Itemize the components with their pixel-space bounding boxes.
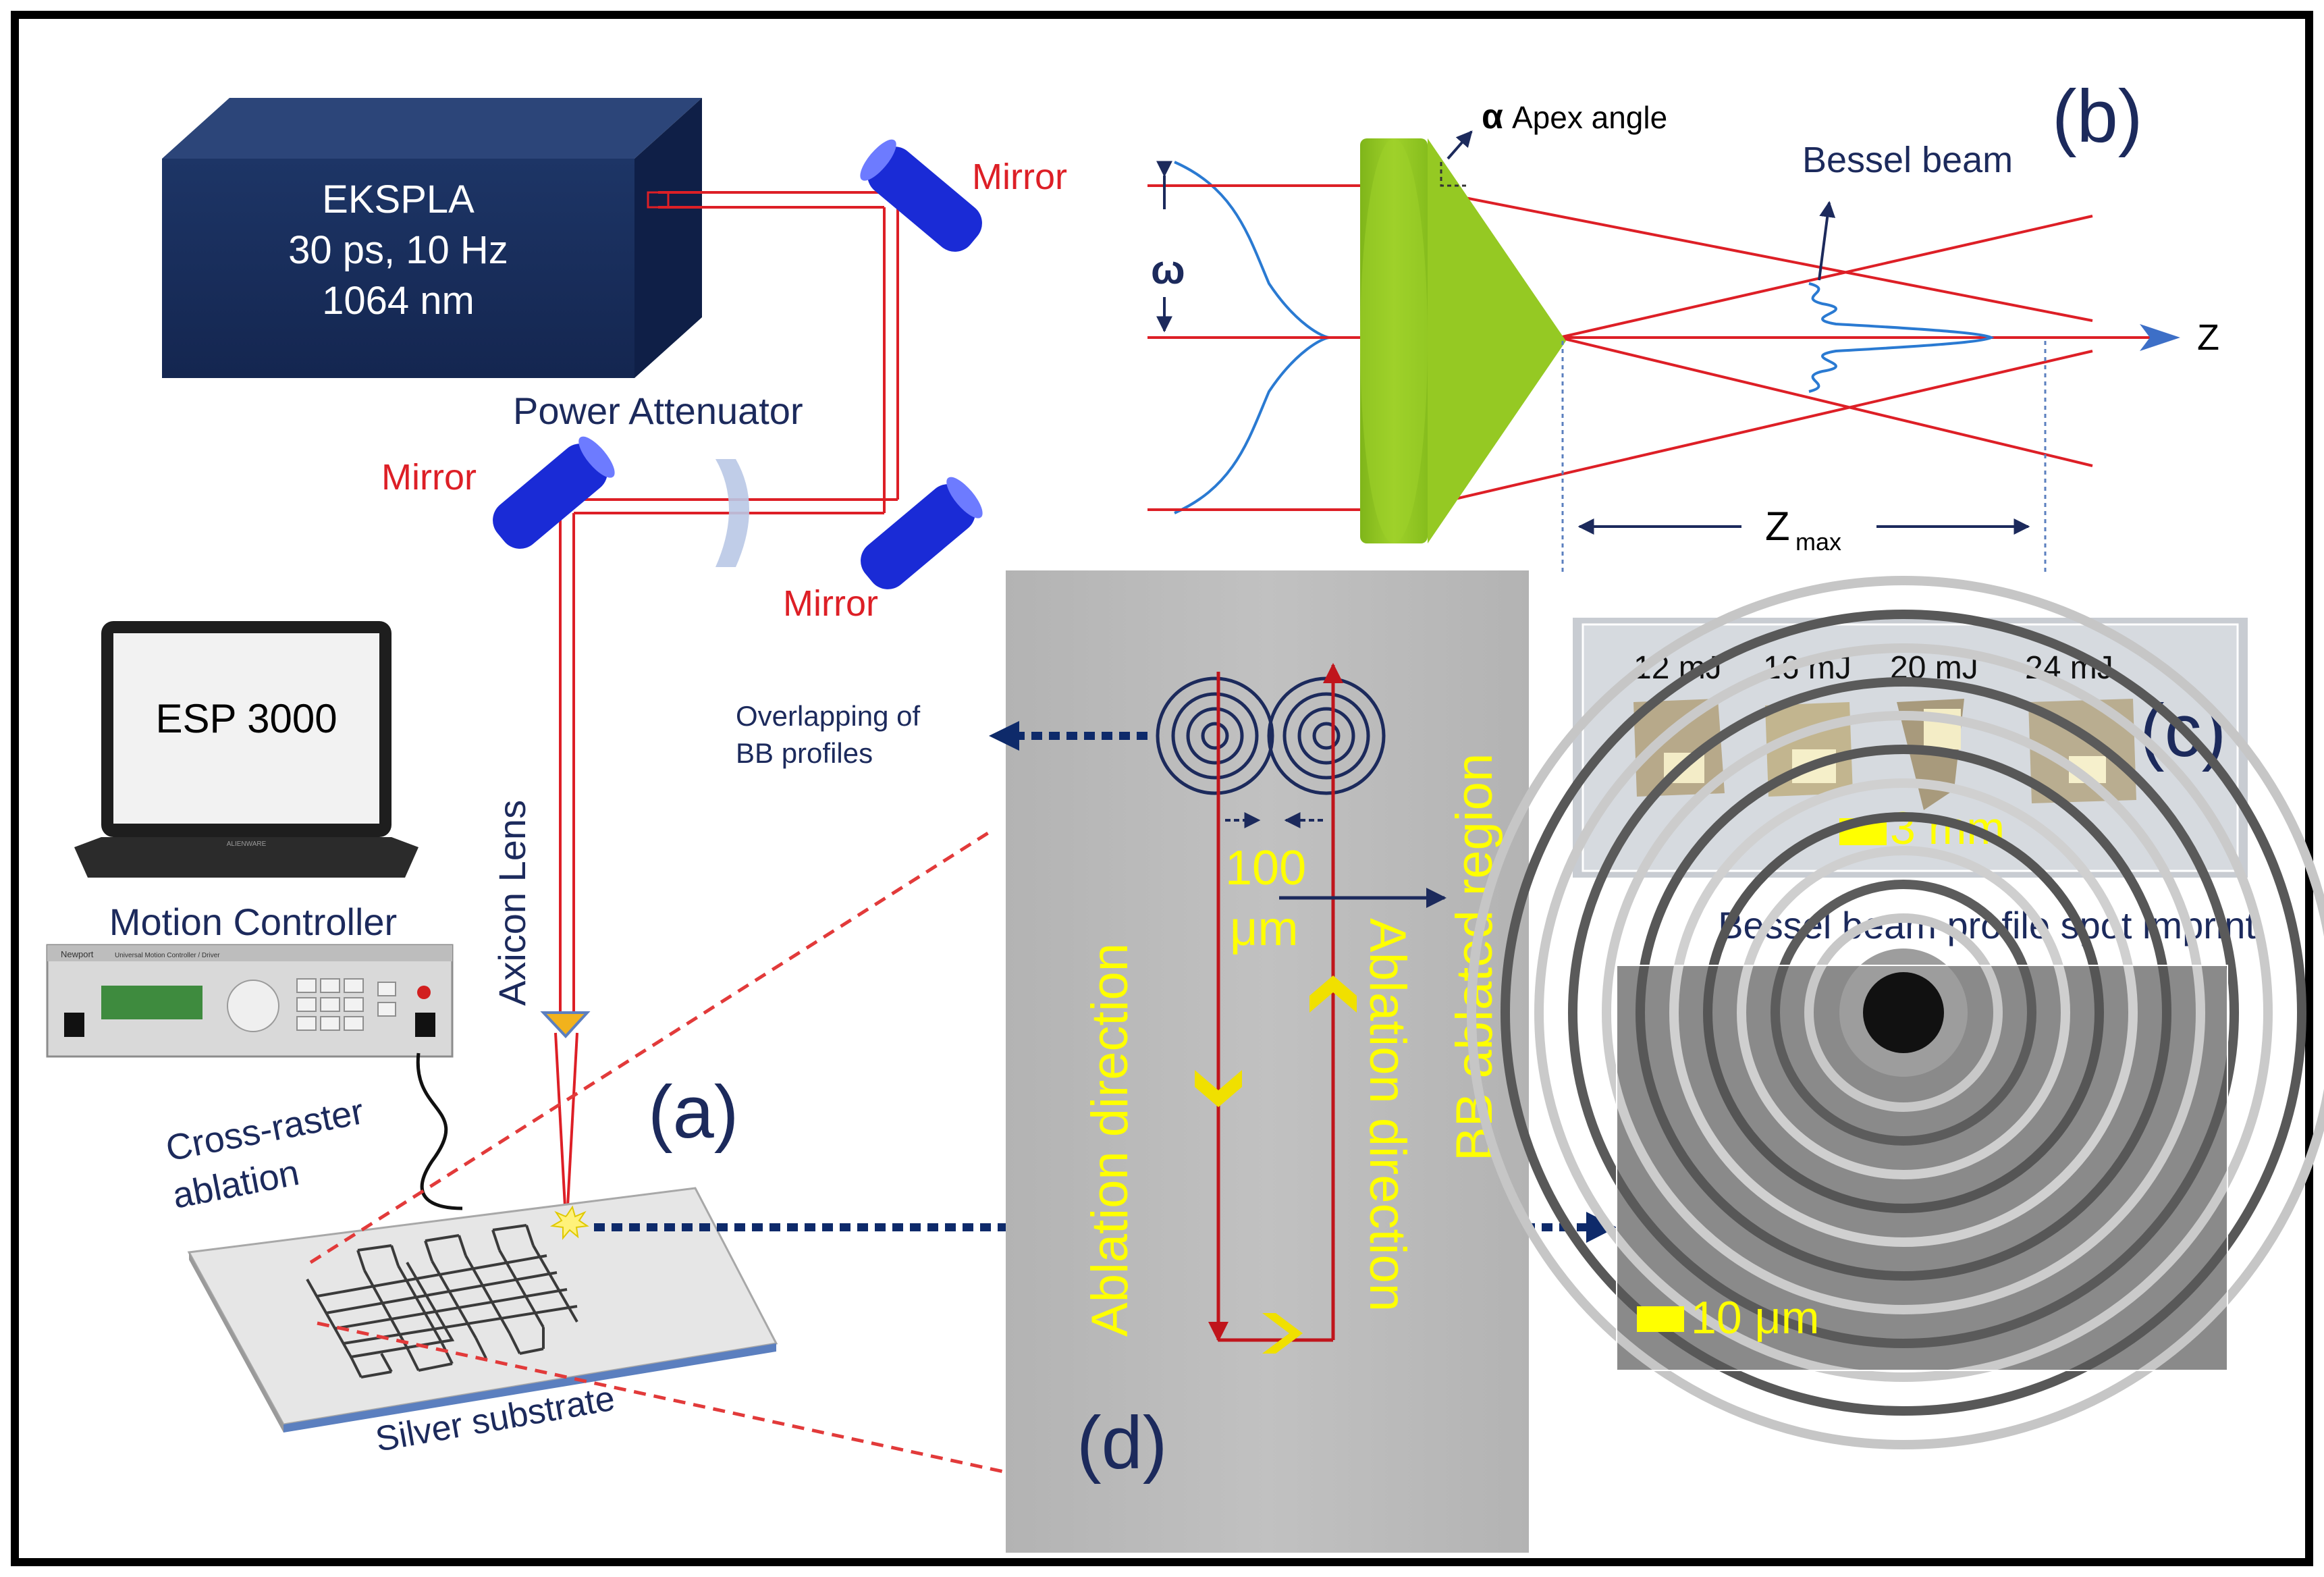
overlap-arrowhead: [989, 721, 1019, 751]
motion-controller: Motion Controller Newport Universal Moti…: [46, 901, 454, 1058]
controller-model: Universal Motion Controller / Driver: [115, 952, 220, 959]
laser-pulse: 30 ps, 10 Hz: [288, 228, 508, 272]
sem-link-arrowhead: [1586, 1212, 1617, 1243]
mirror-right: Mirror: [783, 477, 983, 624]
controller-brand: Newport: [61, 949, 94, 959]
laptop-screen-text: ESP 3000: [155, 696, 337, 741]
sem-image: Bessel beam profile spot imprint 10 μm: [1467, 576, 2324, 1449]
ablation-direction-right: Ablation direction: [1359, 918, 1416, 1312]
laser-source: EKSPLA 30 ps, 10 Hz 1064 nm: [162, 98, 702, 378]
bessel-beam-label: Bessel beam: [1802, 140, 2013, 180]
bessel-diagram: α Apex angle ω Bessel beam Z Z max (b): [1147, 75, 2219, 574]
mirror-top-label: Mirror: [972, 157, 1067, 197]
laser-spot-icon: [549, 1205, 589, 1240]
mirror-left: Mirror: [381, 436, 615, 549]
axicon-lens-label: Axicon Lens: [491, 800, 533, 1006]
step-value: 100: [1225, 841, 1306, 895]
ablation-direction-left: Ablation direction: [1081, 943, 1139, 1337]
z-axis-label: Z: [2197, 317, 2219, 358]
mirror-left-label: Mirror: [381, 457, 477, 498]
overlap-label-2: BB profiles: [736, 737, 873, 769]
apex-label: Apex angle: [1512, 100, 1667, 135]
power-attenuator: Power Attenuator: [513, 390, 803, 567]
overlap-label-1: Overlapping of: [736, 700, 920, 732]
panel-d-label: (d): [1077, 1401, 1167, 1485]
panel-a-label: (a): [648, 1071, 738, 1154]
apex-symbol: α: [1482, 97, 1503, 136]
controller-cable: [416, 1052, 463, 1210]
axicon-lens-small: Axicon Lens: [491, 800, 591, 1038]
samples-scale-label: 3 mm: [1890, 803, 2005, 854]
sem-scale-label: 10 μm: [1691, 1292, 1819, 1343]
laser-wavelength: 1064 nm: [322, 279, 475, 323]
beam-path: [554, 191, 899, 1219]
laptop-brand: ALIENWARE: [227, 840, 267, 848]
step-unit: μm: [1230, 902, 1298, 956]
panel-b-label: (b): [2052, 75, 2142, 158]
mirror-bottom-label: Mirror: [783, 583, 878, 624]
zmax-label: Z: [1765, 504, 1790, 549]
motion-controller-label: Motion Controller: [109, 901, 397, 943]
omega-label: ω: [1151, 247, 1185, 292]
laptop: ESP 3000 ALIENWARE: [74, 621, 418, 878]
zmax-subscript: max: [1795, 528, 1841, 556]
laser-name: EKSPLA: [322, 178, 475, 221]
mirror-top: Mirror: [860, 139, 1067, 252]
zoom-lines: [309, 828, 1020, 1477]
power-attenuator-label: Power Attenuator: [513, 390, 803, 432]
detail-panel: 100 μm Ablation direction Ablation direc…: [1006, 570, 1529, 1553]
